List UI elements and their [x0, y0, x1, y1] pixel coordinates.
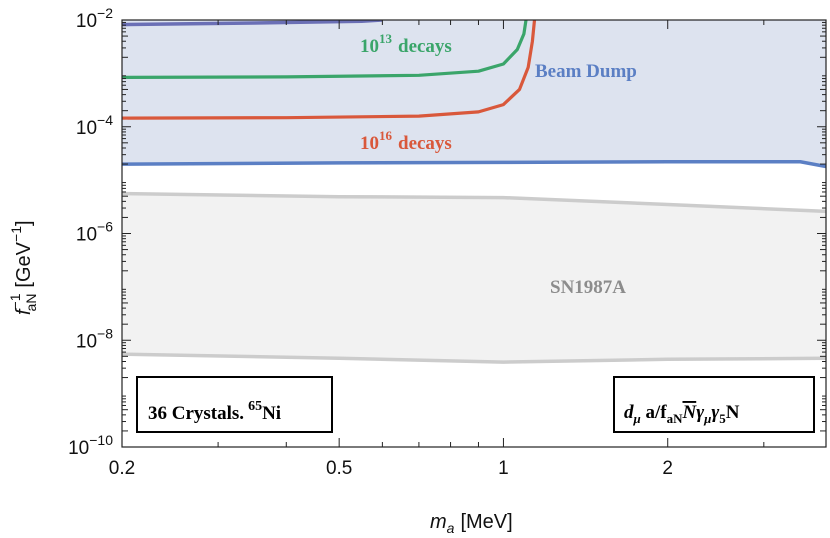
sn1987a-region	[122, 193, 826, 363]
x-tick-label: 0.5	[326, 458, 352, 479]
series-line-13	[122, 20, 528, 79]
y-axis-label: f−1aN[GeV−1]	[7, 220, 39, 315]
axis-tick-labels: 0.2 0.5 1 2 10−10 10−8 10−6 10−4 10−2	[68, 5, 673, 479]
y-tick-label: 10−4	[76, 112, 113, 139]
y-tick-label: 10−2	[76, 5, 113, 32]
x-tick-label: 2	[662, 458, 673, 479]
sn1987a-lower-boundary	[122, 352, 826, 364]
x-tick-label: 1	[498, 458, 509, 479]
series-lines	[122, 20, 537, 120]
svg-text:36 Crystals.65Ni: 36 Crystals.65Ni	[148, 399, 281, 424]
beam-dump-label: Beam Dump	[535, 61, 637, 82]
operator-annotation-box: dμ a/faNNγμγ5N	[613, 376, 815, 433]
y-tick-label: 10−8	[76, 325, 113, 352]
x-tick-label: 0.2	[109, 458, 135, 479]
y-tick-label: 10−6	[76, 219, 113, 246]
sn1987a-upper-boundary	[122, 191, 826, 214]
sn1987a-label: SN1987A	[550, 277, 626, 298]
shaded-regions	[122, 20, 826, 364]
y-tick-label: 10−10	[68, 432, 113, 459]
axis-ticks	[121, 19, 826, 448]
beam-dump-lower-boundary	[122, 160, 826, 169]
crystals-annotation-box: 36 Crystals.65Ni	[136, 376, 333, 433]
x-axis-label: ma[MeV]	[430, 511, 513, 536]
series-line-16	[122, 20, 537, 120]
beam-dump-region	[122, 20, 826, 167]
svg-text:dμ a/faNNγμγ5N: dμ a/faNNγμγ5N	[624, 402, 740, 426]
